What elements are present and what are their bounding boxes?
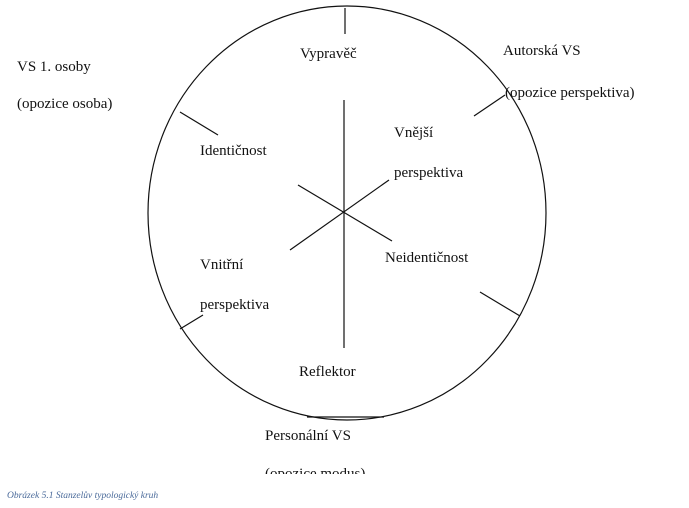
- label-autorska-vs: Autorská VS: [503, 43, 581, 59]
- label-vypravec: Vypravěč: [300, 46, 357, 62]
- label-vs-1-osoby: VS 1. osoby: [17, 59, 91, 75]
- label-neidenticnost: Neidentičnost: [385, 250, 469, 266]
- figure-caption: Obrázek 5.1 Stanzelův typologický kruh: [7, 490, 158, 501]
- label-reflektor: Reflektor: [299, 364, 356, 380]
- tick-upper-right: [473, 94, 506, 117]
- label-opozice-modus: (opozice modus): [265, 466, 365, 482]
- tick-lower-left: [179, 314, 204, 330]
- label-vnejsi: Vnější: [394, 125, 433, 141]
- label-identicnost: Identičnost: [200, 143, 267, 159]
- tick-lower-right: [479, 291, 521, 317]
- label-opozice-osoba: (opozice osoba): [17, 96, 112, 112]
- label-personalni-vs: Personální VS: [265, 428, 351, 444]
- label-vnitrni: Vnitřní: [200, 257, 243, 273]
- label-vnitrni-perspektiva: perspektiva: [200, 297, 269, 313]
- tick-upper-left: [179, 111, 219, 136]
- diagonal-axis-line-1: [297, 184, 393, 242]
- typological-circle: [147, 5, 547, 421]
- label-opozice-perspektiva: (opozice perspektiva): [505, 85, 635, 101]
- label-vnejsi-perspektiva: perspektiva: [394, 165, 463, 181]
- diagonal-axis-line-2: [289, 179, 390, 251]
